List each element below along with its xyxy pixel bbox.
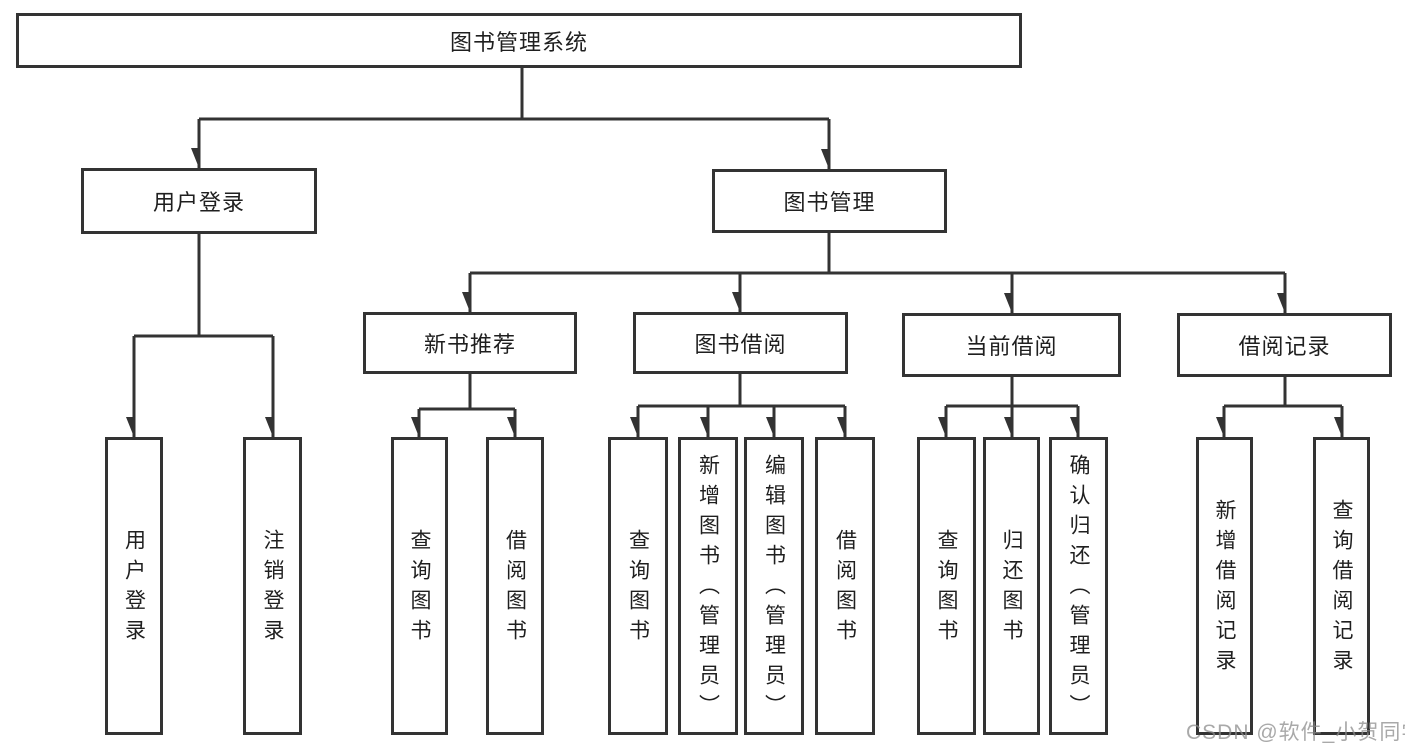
leaf-current-query-books: 查询图书 (917, 437, 976, 735)
leaf-borrowing-borrow-books-label: 借阅图书 (833, 529, 857, 649)
leaf-newbooks-borrow-books: 借阅图书 (486, 437, 544, 735)
node-new-book-recommend: 新书推荐 (363, 312, 577, 374)
connector-root-to-level1 (199, 68, 831, 169)
connector-userlogin-children (134, 234, 275, 437)
leaf-edit-books-admin: 编辑图书（管理员） (744, 437, 804, 735)
node-user-login: 用户登录 (81, 168, 317, 234)
leaf-user-login-label: 用户登录 (122, 529, 146, 649)
node-root-system: 图书管理系统 (16, 13, 1022, 68)
csdn-watermark: CSDN @软件_小贺同学 (1186, 721, 1405, 744)
leaf-borrowing-query-books-label: 查询图书 (626, 529, 650, 649)
node-book-management: 图书管理 (712, 169, 947, 233)
leaf-newbooks-query-books-label: 查询图书 (408, 529, 431, 649)
connector-bookborrow-children (638, 374, 847, 437)
leaf-return-books: 归还图书 (983, 437, 1040, 735)
leaf-confirm-return-admin: 确认归还（管理员） (1049, 437, 1108, 735)
leaf-current-query-books-label: 查询图书 (935, 529, 958, 649)
node-user-login-label: 用户登录 (152, 190, 245, 215)
leaf-logout-label: 注销登录 (261, 529, 284, 649)
node-book-borrowing-label: 图书借阅 (694, 332, 787, 357)
leaf-add-books-admin: 新增图书（管理员） (678, 437, 738, 735)
leaf-return-books-label: 归还图书 (1000, 529, 1023, 649)
leaf-borrowing-query-books: 查询图书 (608, 437, 668, 735)
node-borrowing-records-label: 借阅记录 (1238, 334, 1331, 359)
leaf-newbooks-query-books: 查询图书 (391, 437, 448, 735)
leaf-add-borrow-record-label: 新增借阅记录 (1213, 499, 1236, 679)
node-root-system-label: 图书管理系统 (449, 29, 588, 55)
leaf-add-books-admin-label: 新增图书（管理员） (696, 454, 720, 724)
node-current-borrowing-label: 当前借阅 (965, 334, 1058, 359)
leaf-edit-books-admin-label: 编辑图书（管理员） (762, 454, 786, 724)
connector-bookmgmt-children (470, 233, 1287, 313)
connector-borrowrecords-children (1224, 377, 1344, 437)
node-book-borrowing: 图书借阅 (633, 312, 848, 374)
node-current-borrowing: 当前借阅 (902, 313, 1121, 377)
leaf-user-login: 用户登录 (105, 437, 163, 735)
node-borrowing-records: 借阅记录 (1177, 313, 1392, 377)
leaf-query-borrow-record-label: 查询借阅记录 (1330, 499, 1353, 679)
node-new-book-recommend-label: 新书推荐 (423, 332, 516, 357)
node-book-management-label: 图书管理 (783, 190, 876, 215)
leaf-confirm-return-admin-label: 确认归还（管理员） (1067, 454, 1090, 724)
connector-newbooks-children (419, 374, 517, 437)
leaf-query-borrow-record: 查询借阅记录 (1313, 437, 1370, 735)
leaf-newbooks-borrow-books-label: 借阅图书 (503, 529, 527, 649)
leaf-borrowing-borrow-books: 借阅图书 (815, 437, 875, 735)
connector-currentborrow-children (946, 377, 1080, 437)
leaf-logout: 注销登录 (243, 437, 302, 735)
leaf-add-borrow-record: 新增借阅记录 (1196, 437, 1253, 735)
